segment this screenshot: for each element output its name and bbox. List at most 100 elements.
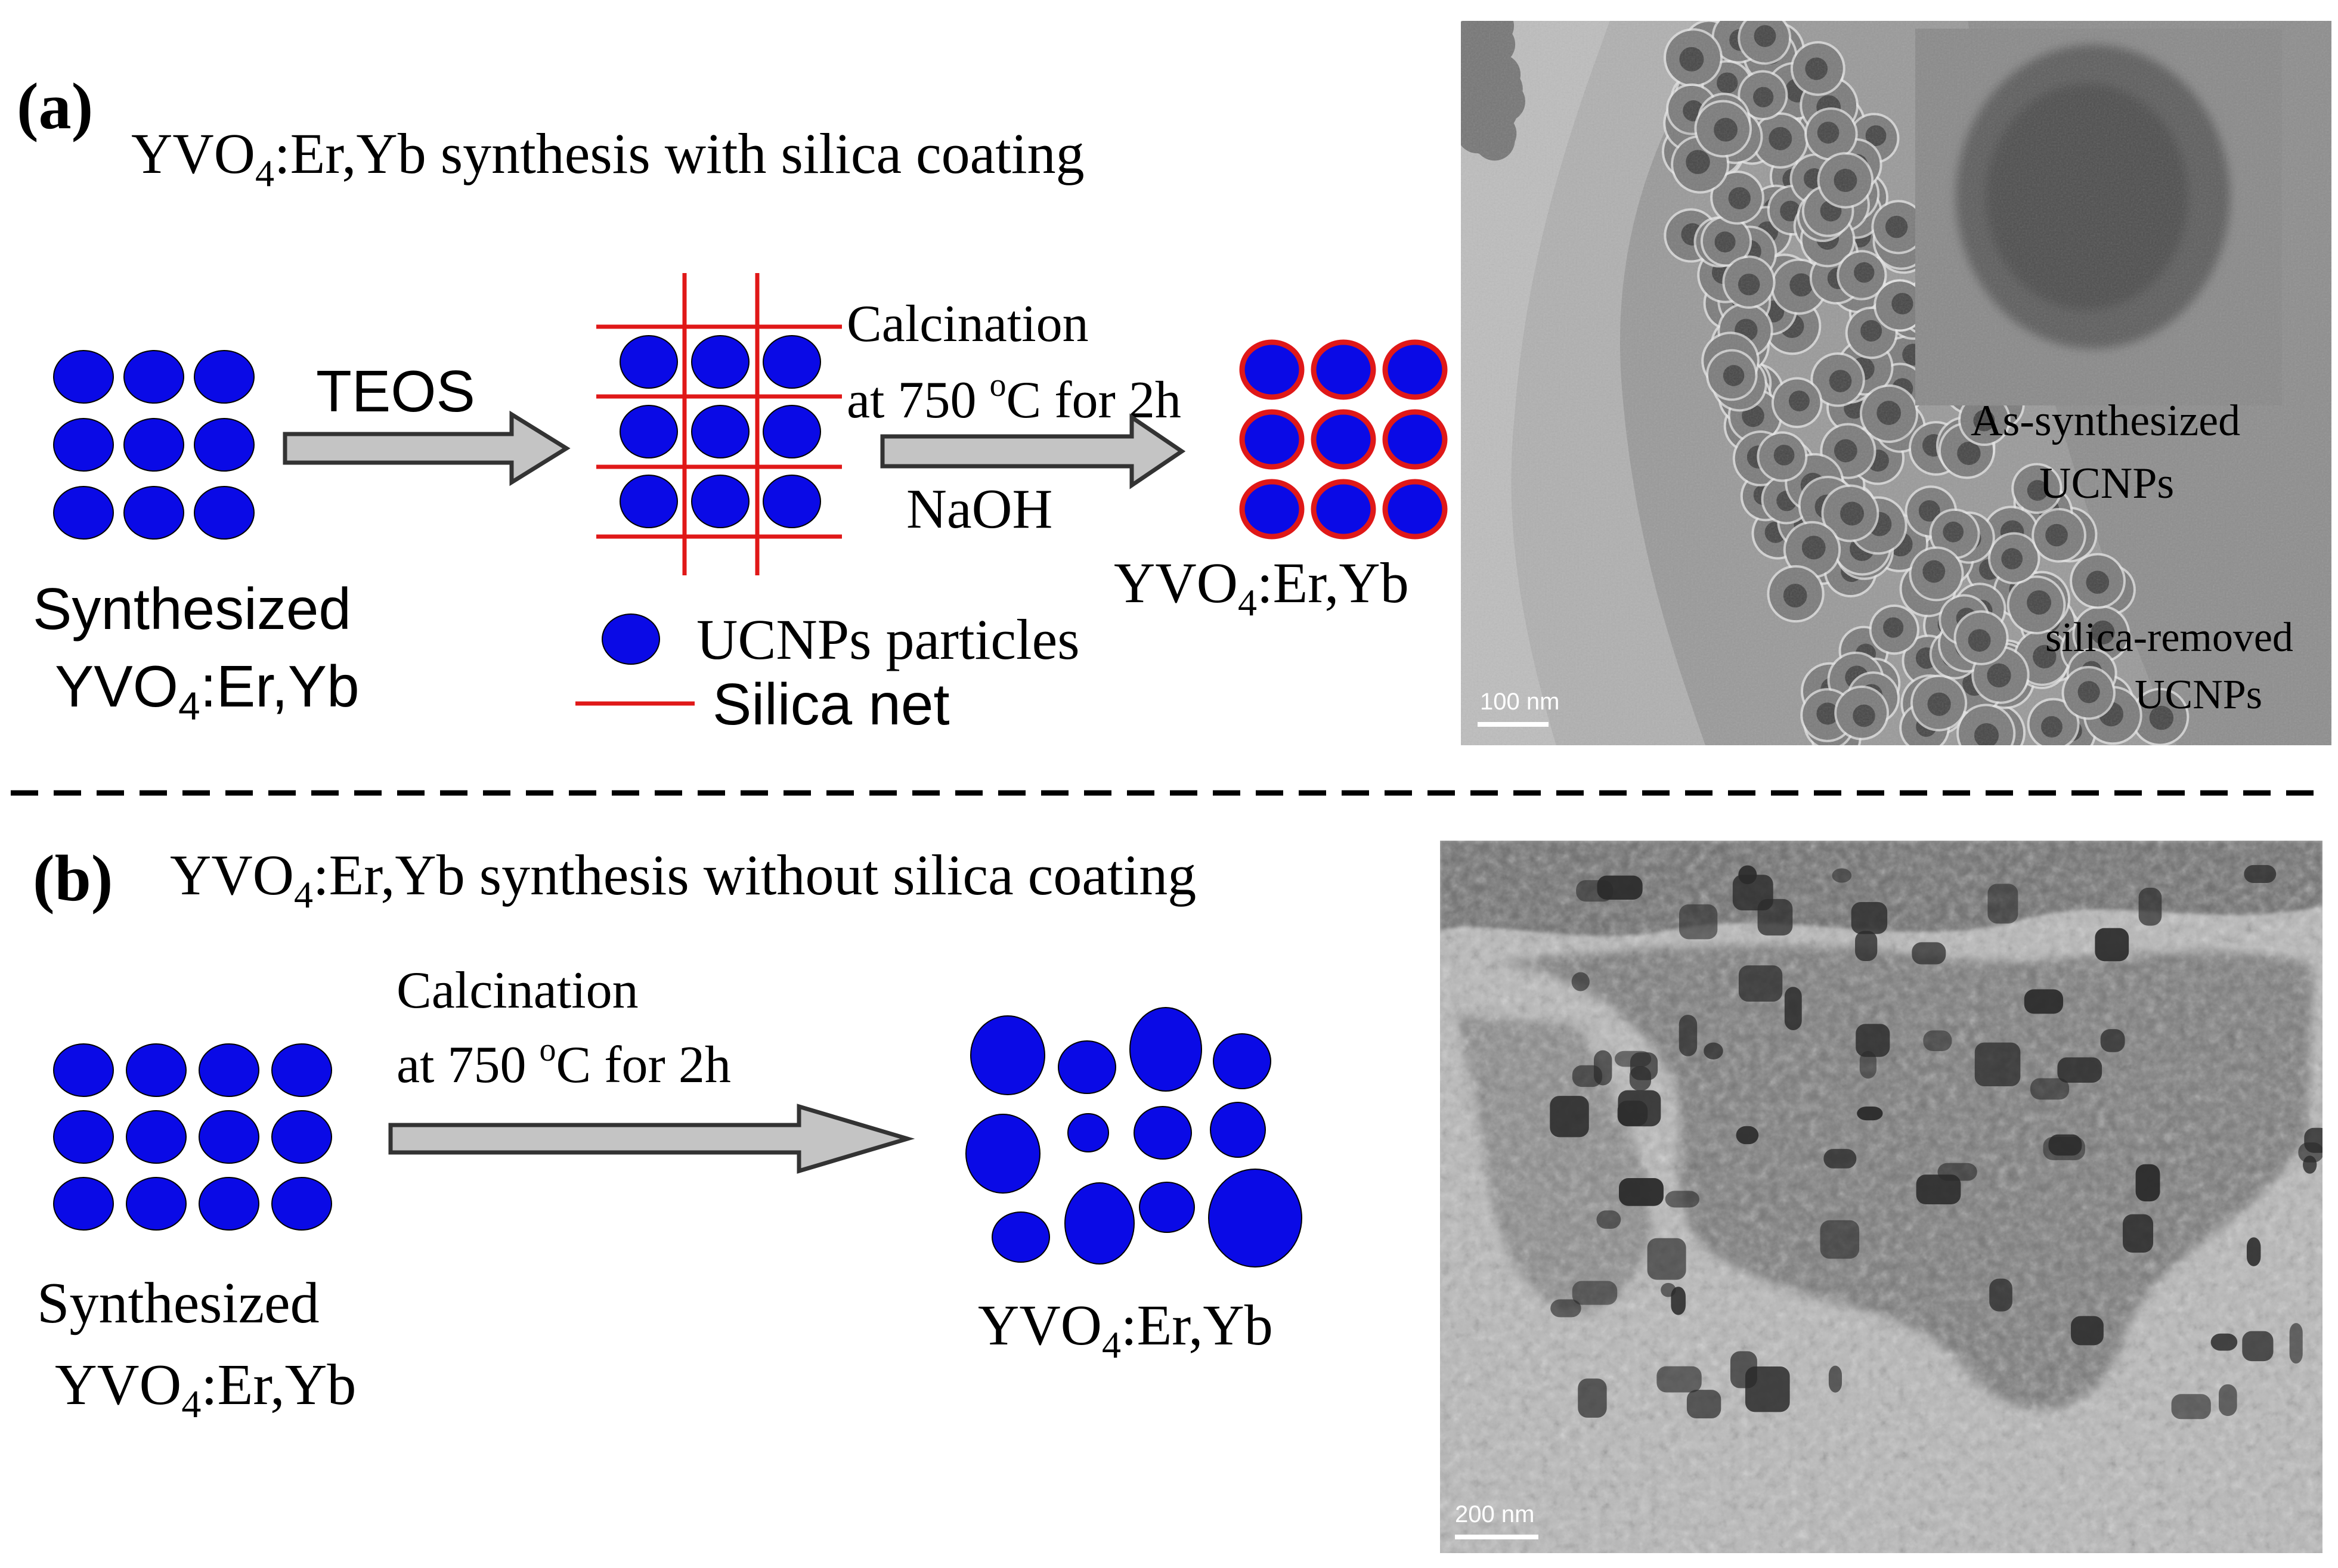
particle: [194, 418, 255, 472]
tem-crystal: [1823, 1149, 1857, 1169]
silica-coated-particle: [1239, 339, 1305, 400]
panel-a-title: YVO4:Er,Yb synthesis with silica coating: [131, 122, 1085, 194]
arrow-2: [880, 413, 1186, 489]
tem-crystal: [1851, 901, 1888, 934]
embedded-particle: [763, 335, 821, 389]
tem-crystal: [2246, 1237, 2261, 1266]
tem-image-b: 200 nm: [1440, 841, 2322, 1553]
tem-crystal: [2304, 1127, 2322, 1153]
tem-crystal: [1647, 1238, 1686, 1280]
silica-coated-particle: [1382, 409, 1448, 470]
panel-b-arrow-label-line1: Calcination: [397, 962, 639, 1019]
tem-crystal: [2123, 1214, 2154, 1253]
tem-crystal: [1596, 1210, 1621, 1229]
grown-particle: [965, 1114, 1041, 1194]
tem-crystal: [2303, 1155, 2317, 1174]
tem-image-a: As-synthesized UCNPs silica-removed UCNP…: [1461, 21, 2331, 745]
tem-crystal: [2100, 1029, 2125, 1052]
particle: [53, 486, 114, 540]
silica-coated-particle: [1311, 479, 1376, 540]
silica-coated-particle: [1239, 409, 1305, 470]
tem-crystal: [1617, 1101, 1648, 1126]
panel-a-start-label-line2: YVO4:Er,Yb: [55, 653, 360, 728]
tem-crystal: [1832, 868, 1852, 883]
tem-crystal: [1732, 875, 1773, 910]
tem-crystal: [1671, 1287, 1686, 1315]
panel-a-label: (a): [17, 70, 93, 142]
tem-crystal: [2219, 1384, 2237, 1417]
tem-inset-label-line2: UCNPs: [2039, 459, 2174, 508]
tem-crystal: [2171, 1394, 2211, 1420]
tem-crystal: [1738, 865, 1757, 885]
embedded-particle: [763, 475, 821, 528]
tem-crystal: [1571, 972, 1590, 991]
panel-b-label: (b): [33, 842, 113, 915]
tem-crystal: [2057, 1057, 2102, 1083]
tem-crystal: [1974, 1042, 2021, 1087]
arrow-2-label-line1: Calcination: [847, 295, 1089, 353]
grown-particle: [1058, 1040, 1116, 1094]
tem-crystal: [2024, 989, 2064, 1014]
tem-crystal: [2071, 1316, 2104, 1346]
tem-crystal: [1987, 884, 2018, 924]
particle: [123, 418, 184, 472]
grown-particle: [970, 1015, 1045, 1095]
panel-b-title: YVO4:Er,Yb synthesis without silica coat…: [170, 843, 1196, 916]
particle: [126, 1110, 187, 1164]
embedded-particle: [691, 475, 750, 528]
tem-crystal: [1679, 1015, 1698, 1056]
tem-main-label-line1: silica-removed: [2045, 615, 2293, 661]
arrow-2-label-below: NaOH: [906, 478, 1052, 540]
particle: [53, 350, 114, 404]
tem-crystal: [1572, 1281, 1618, 1305]
panel-b-start-label-line1: Synthesized: [37, 1271, 320, 1335]
legend-particle-swatch: [602, 613, 660, 665]
panel-a-start-particles: [53, 350, 255, 540]
grown-particle: [1208, 1169, 1302, 1268]
tem-crystal: [1730, 1351, 1757, 1389]
panel-a: (a) YVO4:Er,Yb synthesis with silica coa…: [17, 21, 2331, 745]
tem-crystal: [1820, 1220, 1860, 1259]
particle: [123, 350, 184, 404]
tem-b-scale-label: 200 nm: [1455, 1501, 1534, 1527]
silica-coated-particle: [1311, 339, 1376, 400]
panel-b: (b) YVO4:Er,Yb synthesis without silica …: [33, 841, 2322, 1553]
panel-b-product-particles: [965, 1007, 1302, 1268]
silica-net-grid: [596, 273, 842, 575]
grown-particle: [1139, 1182, 1195, 1233]
embedded-particle: [620, 475, 678, 528]
tem-crystal: [1619, 1177, 1664, 1206]
tem-crystal: [1857, 1107, 1883, 1121]
panel-a-product-label: YVO4:Er,Yb: [1114, 551, 1409, 624]
tem-crystal: [2048, 1134, 2082, 1156]
tem-crystal: [1704, 1042, 1723, 1059]
particle: [126, 1043, 187, 1097]
tem-crystal: [1859, 1051, 1877, 1079]
particle: [123, 486, 184, 540]
tem-crystal: [1656, 1366, 1702, 1393]
grown-particle: [1213, 1033, 1271, 1089]
silica-coated-particle: [1382, 339, 1448, 400]
panel-b-arrow: [388, 1104, 915, 1174]
tem-crystal: [1912, 942, 1946, 965]
tem-crystal: [1629, 1066, 1651, 1091]
silica-coated-particle: [1382, 479, 1448, 540]
grown-particle: [1064, 1182, 1135, 1265]
tem-crystal: [1593, 1050, 1612, 1086]
tem-crystal: [2030, 1078, 2070, 1100]
legend-silica-label: Silica net: [713, 671, 950, 737]
tem-crystal: [2135, 1164, 2160, 1202]
grown-particle: [1134, 1106, 1192, 1160]
particle: [271, 1043, 332, 1097]
grown-particle: [1067, 1113, 1109, 1152]
tem-inset: [1915, 29, 2282, 405]
tem-crystal: [1578, 1378, 1607, 1418]
tem-crystal: [1738, 965, 1783, 1002]
tem-crystal: [1679, 904, 1718, 940]
tem-crystal: [1576, 880, 1614, 902]
tem-crystal: [2289, 1323, 2303, 1364]
tem-crystal: [1665, 1191, 1699, 1208]
grown-particle: [1129, 1007, 1202, 1092]
panel-b-start-particles: [53, 1043, 332, 1231]
